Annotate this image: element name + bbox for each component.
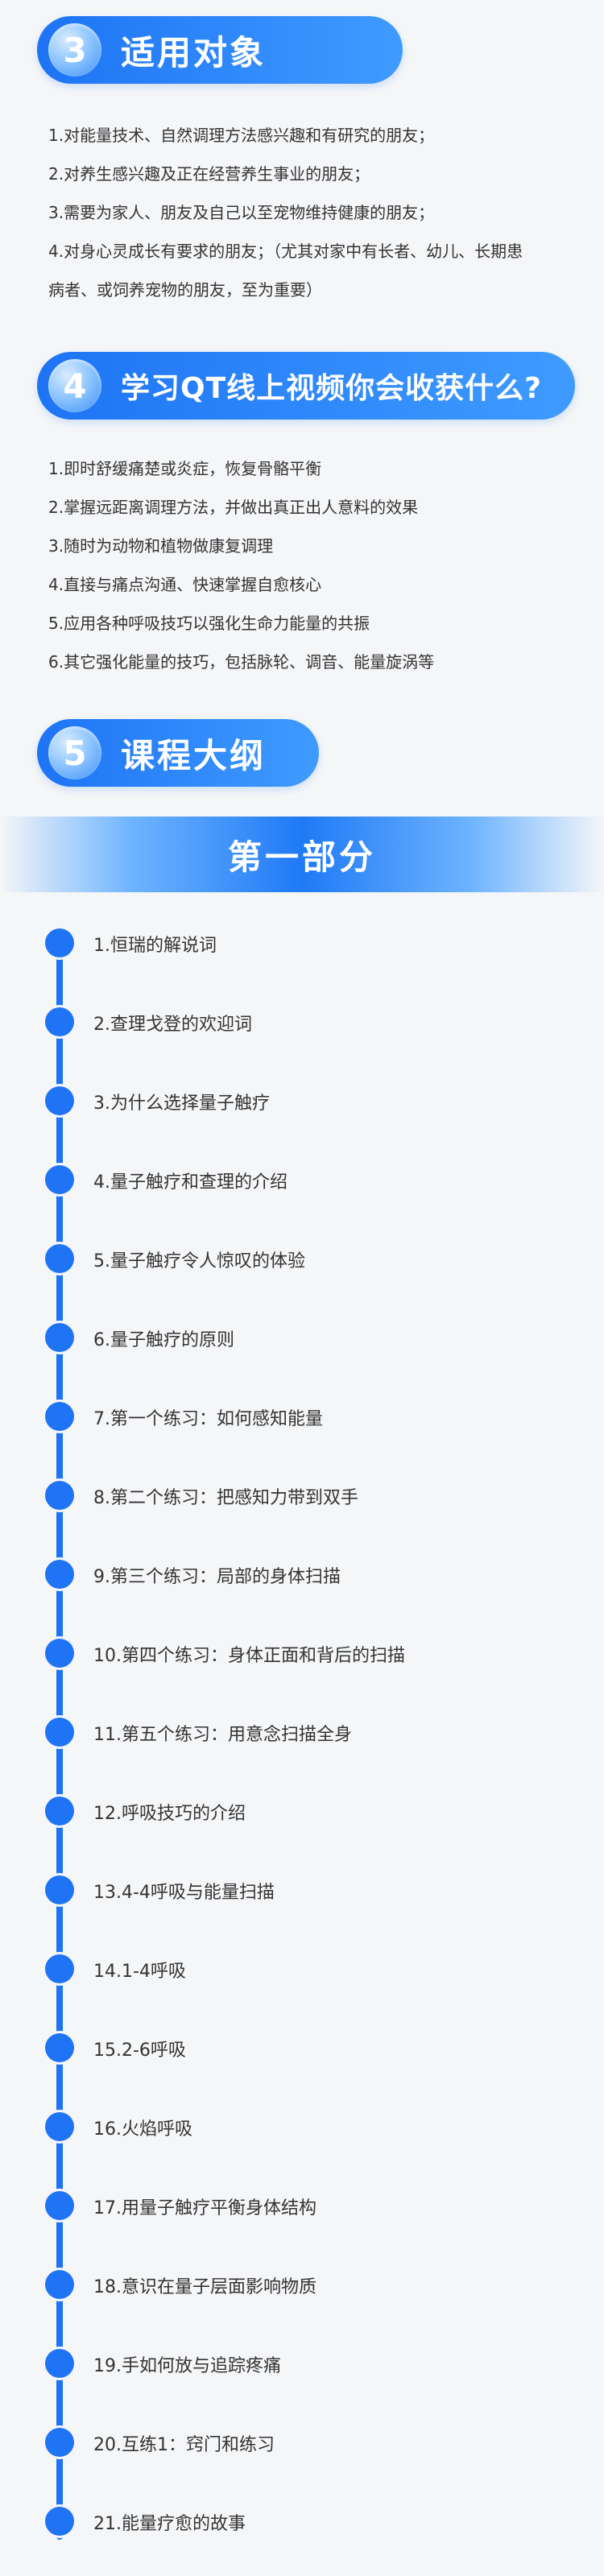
timeline-item: 13.4-4呼吸与能量扫描 (0, 1873, 604, 1905)
timeline-dot (45, 2191, 74, 2220)
timeline-dot (45, 928, 74, 957)
timeline-item: 5.量子触疗令人惊叹的体验 (0, 1242, 604, 1274)
timeline-dot (45, 1954, 74, 1983)
timeline-item: 10.第四个练习：身体正面和背后的扫描 (0, 1636, 604, 1668)
list-item: 1.即时舒缓痛楚或炎症，恢复骨骼平衡 (48, 459, 322, 478)
timeline-dot (45, 1086, 74, 1115)
timeline-dot (45, 1560, 74, 1589)
timeline-item-label: 14.1-4呼吸 (93, 1962, 186, 1982)
timeline-item: 17.用量子触疗平衡身体结构 (0, 2189, 604, 2221)
list-item: 4.对身心灵成长有要求的朋友；（尤其对家中有长者、幼儿、长期患 (48, 242, 523, 261)
section-number-badge: 4 (48, 359, 101, 412)
timeline-item: 11.第五个练习：用意念扫描全身 (0, 1715, 604, 1747)
list-item: 2.掌握远距离调理方法，并做出真正出人意料的效果 (48, 498, 419, 517)
timeline-dot (45, 1244, 74, 1273)
timeline-item: 8.第二个练习：把感知力带到双手 (0, 1478, 604, 1511)
timeline-item: 20.互练1：窍门和练习 (0, 2425, 604, 2458)
section-header-gains: 4 学习QT线上视频你会收获什么? (37, 352, 575, 420)
timeline-item: 9.第三个练习：局部的身体扫描 (0, 1557, 604, 1590)
section-number-badge: 5 (48, 726, 101, 779)
timeline-dot (45, 1639, 74, 1668)
timeline-item-label: 12.呼吸技巧的介绍 (93, 1804, 246, 1824)
timeline-item-label: 3.为什么选择量子触疗 (93, 1094, 270, 1114)
timeline-item: 12.呼吸技巧的介绍 (0, 1794, 604, 1826)
timeline-item: 19.手如何放与追踪疼痛 (0, 2347, 604, 2379)
timeline-dot (45, 2507, 74, 2536)
timeline-item-label: 20.互练1：窍门和练习 (93, 2435, 275, 2455)
timeline-item: 4.量子触疗和查理的介绍 (0, 1163, 604, 1195)
timeline-item-label: 5.量子触疗令人惊叹的体验 (93, 1251, 305, 1271)
timeline-dot (45, 2270, 74, 2299)
timeline-item-label: 6.量子触疗的原则 (93, 1330, 234, 1350)
timeline-dot (45, 1718, 74, 1747)
timeline-item: 7.第一个练习：如何感知能量 (0, 1400, 604, 1432)
timeline-item: 1.恒瑞的解说词 (0, 926, 604, 958)
list-item: 3.需要为家人、朋友及自己以至宠物维持健康的朋友； (48, 203, 435, 222)
section-header-outline: 5 课程大纲 (37, 719, 319, 787)
list-item: 6.其它强化能量的技巧，包括脉轮、调音、能量旋涡等 (48, 652, 435, 672)
timeline-item-label: 18.意识在量子层面影响物质 (93, 2277, 316, 2297)
timeline-dot (45, 1875, 74, 1904)
timeline-dot (45, 1402, 74, 1431)
part-title: 第一部分 (227, 837, 376, 877)
list-item: 病者、或饲养宠物的朋友，至为重要） (48, 280, 322, 300)
list-item: 3.随时为动物和植物做康复调理 (48, 536, 274, 556)
list-item: 5.应用各种呼吸技巧以强化生命力能量的共振 (48, 614, 370, 633)
timeline-dot (45, 1007, 74, 1036)
timeline-item-label: 10.第四个练习：身体正面和背后的扫描 (93, 1646, 405, 1666)
timeline-item-label: 21.能量疗愈的故事 (93, 2514, 246, 2534)
timeline-item-label: 4.量子触疗和查理的介绍 (93, 1172, 288, 1193)
section-title: 适用对象 (121, 32, 267, 72)
timeline-item-label: 17.用量子触疗平衡身体结构 (93, 2198, 316, 2218)
timeline-item-label: 16.火焰呼吸 (93, 2119, 192, 2140)
list-item: 1.对能量技术、自然调理方法感兴趣和有研究的朋友； (48, 126, 435, 145)
timeline-dot (45, 1323, 74, 1352)
timeline-item: 18.意识在量子层面影响物质 (0, 2268, 604, 2300)
timeline-dot (45, 2112, 74, 2141)
part-banner: 第一部分 (0, 817, 604, 892)
timeline-item: 15.2-6呼吸 (0, 2031, 604, 2063)
section-header-audience: 3 适用对象 (37, 16, 403, 84)
timeline-dot (45, 1165, 74, 1194)
list-item: 2.对养生感兴趣及正在经营养生事业的朋友； (48, 164, 370, 184)
timeline-item: 6.量子触疗的原则 (0, 1321, 604, 1353)
timeline-item: 16.火焰呼吸 (0, 2110, 604, 2142)
section-title: 课程大纲 (121, 735, 267, 775)
timeline-dot (45, 1797, 74, 1826)
timeline-item-label: 7.第一个练习：如何感知能量 (93, 1409, 323, 1429)
timeline-dot (45, 2428, 74, 2457)
timeline-item: 3.为什么选择量子触疗 (0, 1084, 604, 1116)
timeline-item-label: 11.第五个练习：用意念扫描全身 (93, 1725, 352, 1745)
timeline-dot (45, 1481, 74, 1510)
timeline-dot (45, 2349, 74, 2378)
timeline-item-label: 2.查理戈登的欢迎词 (93, 1015, 252, 1035)
timeline-item-label: 9.第三个练习：局部的身体扫描 (93, 1567, 341, 1587)
timeline-item: 14.1-4呼吸 (0, 1952, 604, 1984)
timeline-item-label: 1.恒瑞的解说词 (93, 936, 217, 956)
list-item: 4.直接与痛点沟通、快速掌握自愈核心 (48, 575, 322, 594)
timeline-item-label: 8.第二个练习：把感知力带到双手 (93, 1488, 358, 1508)
section-number-badge: 3 (48, 23, 101, 76)
timeline-item-label: 13.4-4呼吸与能量扫描 (93, 1883, 275, 1903)
timeline-item-label: 15.2-6呼吸 (93, 2041, 186, 2061)
timeline-item: 21.能量疗愈的故事 (0, 2504, 604, 2537)
gains-list: 1.即时舒缓痛楚或炎症，恢复骨骼平衡 2.掌握远距离调理方法，并做出真正出人意料… (48, 449, 572, 681)
timeline-item: 2.查理戈登的欢迎词 (0, 1005, 604, 1037)
timeline-dot (45, 2033, 74, 2062)
timeline-item-label: 19.手如何放与追踪疼痛 (93, 2356, 281, 2376)
section-title: 学习QT线上视频你会收获什么? (121, 372, 543, 405)
audience-list: 1.对能量技术、自然调理方法感兴趣和有研究的朋友； 2.对养生感兴趣及正在经营养… (48, 116, 572, 309)
